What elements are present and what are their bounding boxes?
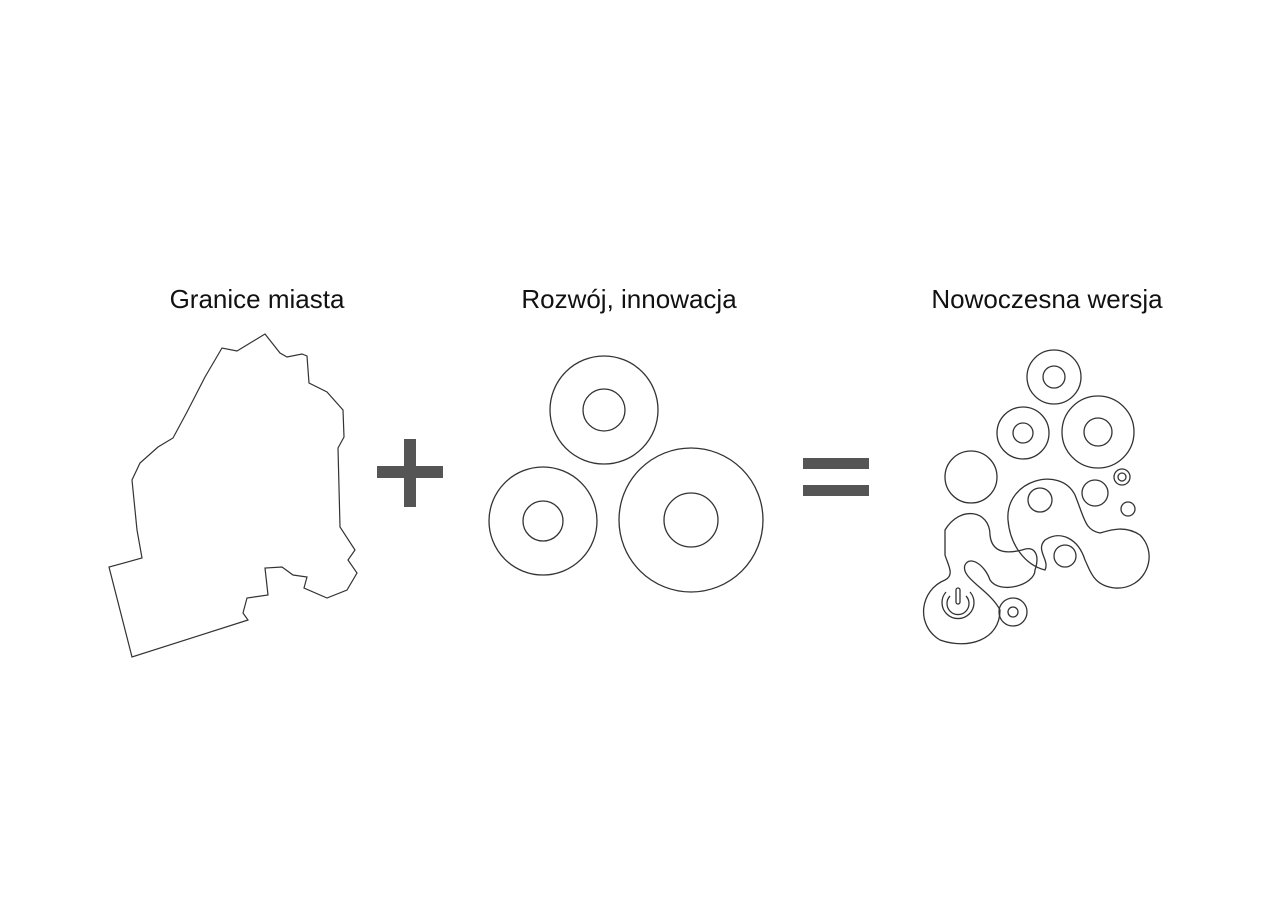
growth-circles [488, 355, 764, 593]
modern-bubbles [923, 349, 1150, 645]
bubble-blob-lower [923, 513, 1038, 645]
label-modern-version: Nowoczesna wersja [931, 284, 1163, 314]
bubble-blob-upper [1007, 478, 1150, 589]
label-development: Rozwój, innowacja [521, 284, 737, 314]
plus-icon [377, 439, 443, 507]
city-outline [108, 333, 358, 658]
label-city-borders: Granice miasta [169, 284, 345, 314]
power-icon [941, 587, 975, 620]
equals-icon [803, 458, 869, 496]
